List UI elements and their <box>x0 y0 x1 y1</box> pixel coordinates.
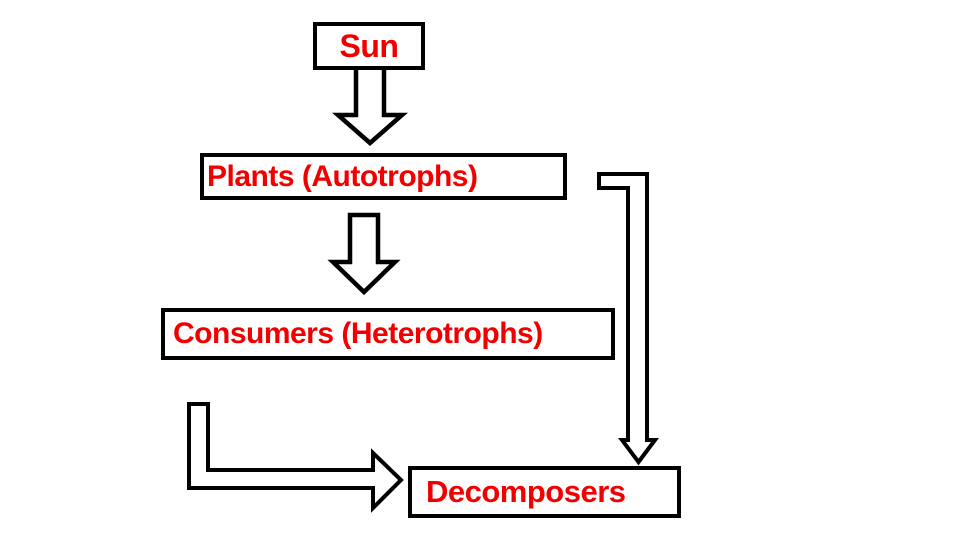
arrow-sun-to-plants-icon <box>332 63 408 146</box>
arrow-plants-to-consumers-icon <box>327 212 401 296</box>
node-consumers: Consumers (Heterotrophs) <box>161 308 615 360</box>
node-sun: Sun <box>313 22 425 70</box>
node-consumers-label: Consumers (Heterotrophs) <box>173 317 543 350</box>
arrow-consumers-to-decomposers-icon <box>187 402 404 513</box>
arrow-plants-to-decomposers-icon <box>597 172 659 466</box>
node-plants-label: Plants (Autotrophs) <box>207 159 478 193</box>
node-sun-label: Sun <box>339 27 399 64</box>
node-decomposers-label: Decomposers <box>426 474 626 509</box>
node-decomposers: Decomposers <box>408 466 681 518</box>
node-plants: Plants (Autotrophs) <box>200 153 567 200</box>
